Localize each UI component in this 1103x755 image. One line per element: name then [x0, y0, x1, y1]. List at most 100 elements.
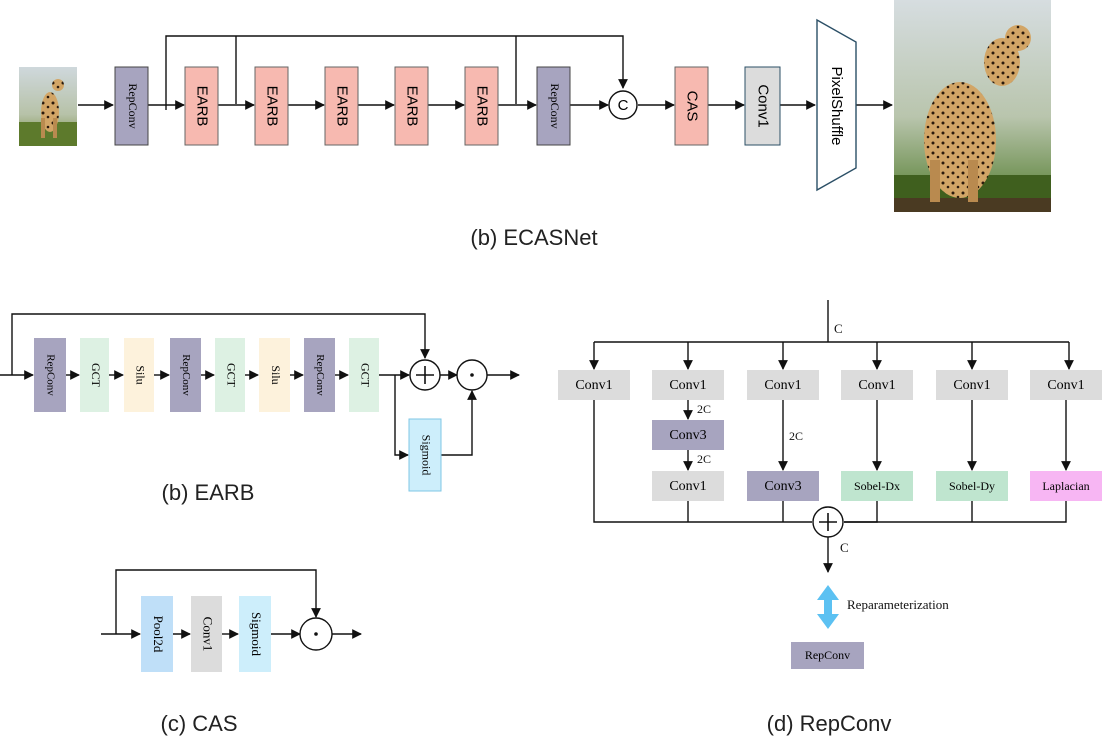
- result-repconv-block: RepConv: [791, 642, 864, 669]
- silu-block: Silu: [259, 338, 290, 412]
- branch2-conv1-top: Conv1: [652, 370, 724, 400]
- svg-text:RepConv: RepConv: [548, 83, 562, 128]
- svg-text:EARB: EARB: [404, 86, 421, 127]
- svg-text:RepConv: RepConv: [805, 648, 850, 662]
- svg-text:CAS: CAS: [684, 91, 701, 122]
- branch2-conv3: Conv3: [652, 420, 724, 450]
- silu-block: Silu: [124, 338, 154, 412]
- output-channel-label: C: [840, 540, 849, 555]
- svg-text:RepConv: RepConv: [180, 354, 192, 396]
- svg-text:Sobel-Dx: Sobel-Dx: [854, 479, 900, 493]
- svg-text:Silu: Silu: [269, 365, 283, 384]
- branch5-sobel-dy: Sobel-Dy: [936, 471, 1008, 501]
- svg-text:Conv1: Conv1: [755, 84, 772, 127]
- branch1-line: [593, 400, 812, 523]
- branch4-conv1: Conv1: [841, 370, 913, 400]
- svg-text:Conv1: Conv1: [953, 378, 990, 393]
- branch6-line: [844, 501, 1067, 523]
- svg-text:Conv3: Conv3: [669, 428, 706, 443]
- gct-block: GCT: [80, 338, 109, 412]
- output-cheetah-image: [894, 0, 1051, 212]
- svg-text:EARB: EARB: [334, 86, 351, 127]
- repconv-block: RepConv: [304, 338, 335, 412]
- branch4-line: [844, 501, 878, 523]
- sigmoid-branch-out: [441, 390, 477, 456]
- channel-label: 2C: [697, 452, 711, 466]
- svg-text:C: C: [618, 97, 629, 114]
- branch5-conv1: Conv1: [936, 370, 1008, 400]
- cas-block: CAS: [674, 66, 709, 146]
- earb-diagram: RepConv GCT Silu RepConv GCT Silu RepCon…: [0, 313, 520, 505]
- input-channel-label: C: [834, 321, 843, 336]
- repconv-block: RepConv: [34, 338, 66, 412]
- svg-text:Conv1: Conv1: [201, 617, 216, 652]
- branch3-conv3: Conv3: [747, 471, 819, 501]
- reparameterization-arrow: [817, 585, 839, 629]
- svg-text:GCT: GCT: [224, 363, 238, 388]
- branch6-conv1: Conv1: [1030, 370, 1102, 400]
- multiply-node: [456, 359, 488, 391]
- svg-text:EARB: EARB: [474, 86, 491, 127]
- pool-block: Pool2d: [141, 596, 173, 672]
- repconv-caption: (d) RepConv: [767, 711, 892, 736]
- input-cheetah-image: [19, 67, 77, 146]
- cas-skip-line: [115, 569, 321, 634]
- repconv-block: RepConv: [170, 338, 201, 412]
- svg-text:Silu: Silu: [133, 365, 147, 384]
- svg-text:Laplacian: Laplacian: [1042, 479, 1089, 493]
- earb-caption: (b) EARB: [162, 480, 255, 505]
- branch4-sobel-dx: Sobel-Dx: [841, 471, 913, 501]
- conv1-block: Conv1: [191, 596, 222, 672]
- ecasnet-diagram: RepConv EARB EARB EARB EARB EARB RepConv: [19, 0, 1051, 250]
- concat-node: C: [608, 90, 638, 120]
- earb-skip-line: [11, 313, 430, 375]
- channel-label: 2C: [697, 402, 711, 416]
- earb-block: EARB: [464, 66, 499, 146]
- earb-block: EARB: [254, 66, 289, 146]
- branch6-laplacian: Laplacian: [1030, 471, 1102, 501]
- svg-text:Conv1: Conv1: [1047, 378, 1084, 393]
- svg-text:RepConv: RepConv: [126, 83, 140, 128]
- svg-text:GCT: GCT: [89, 363, 103, 388]
- earb-block: EARB: [324, 66, 359, 146]
- cas-diagram: Pool2d Conv1 Sigmoid (c) CAS: [101, 569, 362, 736]
- svg-text:Sobel-Dy: Sobel-Dy: [949, 479, 995, 493]
- cas-caption: (c) CAS: [161, 711, 238, 736]
- svg-text:RepConv: RepConv: [44, 354, 56, 396]
- sigmoid-branch-in: [394, 375, 409, 460]
- pixelshuffle-block: PixelShuffle: [816, 18, 857, 192]
- sum-node: [812, 506, 844, 538]
- svg-text:Pool2d: Pool2d: [151, 616, 166, 653]
- svg-text:Sigmoid: Sigmoid: [249, 612, 264, 657]
- earb-block: EARB: [394, 66, 429, 146]
- branch1-conv1: Conv1: [558, 370, 630, 400]
- svg-text:Conv1: Conv1: [669, 378, 706, 393]
- repconv-block: RepConv: [114, 66, 149, 146]
- repconv-diagram: C Conv1 Conv1 2C Conv3 2C Conv1: [558, 300, 1102, 736]
- svg-text:Conv1: Conv1: [764, 378, 801, 393]
- branch3-conv1: Conv1: [747, 370, 819, 400]
- svg-text:PixelShuffle: PixelShuffle: [828, 67, 845, 146]
- channel-label: 2C: [789, 429, 803, 443]
- svg-text:Conv1: Conv1: [575, 378, 612, 393]
- add-node: [409, 359, 441, 391]
- gct-block: GCT: [349, 338, 379, 412]
- branch2-conv1-bottom: Conv1: [652, 471, 724, 501]
- sigmoid-block: Sigmoid: [408, 418, 442, 492]
- gct-block: GCT: [215, 338, 245, 412]
- svg-text:Conv1: Conv1: [858, 378, 895, 393]
- svg-text:Conv1: Conv1: [669, 479, 706, 494]
- sigmoid-block: Sigmoid: [239, 596, 271, 672]
- svg-text:Sigmoid: Sigmoid: [419, 435, 433, 476]
- repconv-block: RepConv: [536, 66, 571, 146]
- ecasnet-caption: (b) ECASNet: [470, 225, 597, 250]
- global-skip-line: [165, 35, 628, 110]
- earb-block: EARB: [184, 66, 219, 146]
- svg-text:Conv3: Conv3: [764, 479, 801, 494]
- svg-text:EARB: EARB: [194, 86, 211, 127]
- svg-text:RepConv: RepConv: [314, 354, 326, 396]
- svg-text:EARB: EARB: [264, 86, 281, 127]
- multiply-node: [299, 617, 333, 651]
